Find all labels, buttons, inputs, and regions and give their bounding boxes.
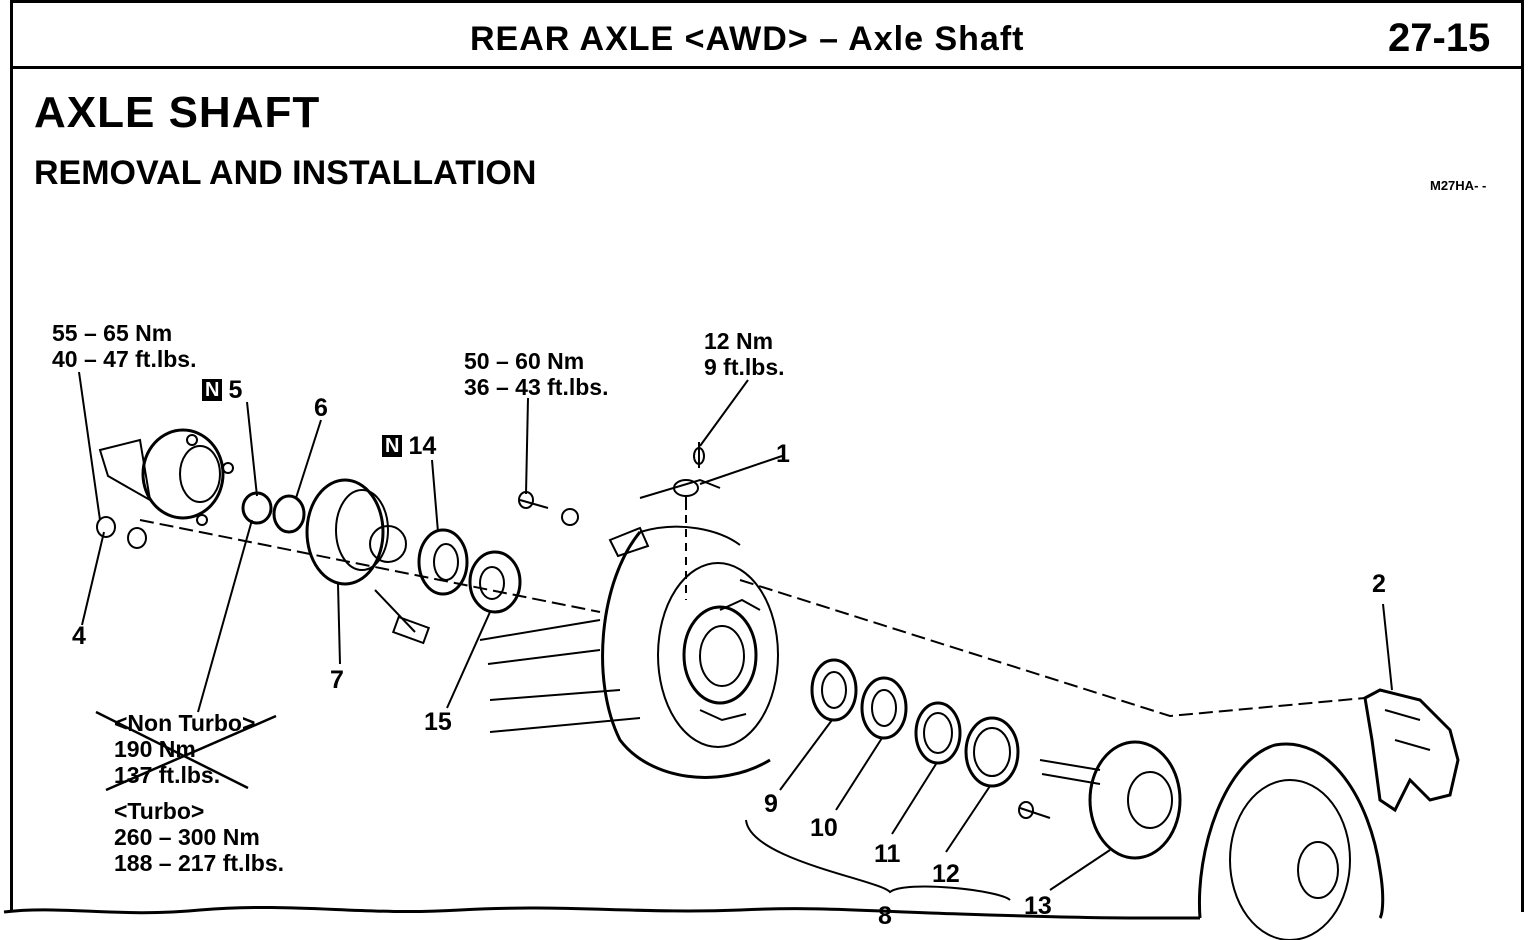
- header-divider: [10, 66, 1524, 69]
- washer-6: [272, 494, 306, 534]
- nut-4: [96, 516, 147, 549]
- leader-7: [337, 583, 341, 665]
- brake-caliper-2: [1363, 688, 1460, 813]
- leader-14: [431, 459, 439, 533]
- leader-4: [78, 371, 105, 626]
- part-12-number: 12: [932, 860, 960, 888]
- torque-bolt-1-nm: 12 Nm: [704, 328, 774, 354]
- shaft-housing: [479, 619, 641, 733]
- bracket-8: [745, 819, 1011, 901]
- leader-11: [891, 763, 937, 835]
- part-14-number: 14: [408, 432, 437, 460]
- leader-9: [779, 719, 833, 791]
- page-header-title: REAR AXLE <AWD> – Axle Shaft: [470, 20, 1025, 58]
- leader-10: [835, 737, 883, 811]
- part-11-number: 11: [874, 840, 901, 868]
- bolt-mid: [518, 491, 549, 509]
- torque-nut-4-nm: 55 – 65 Nm: [52, 320, 173, 346]
- part-7-number: 7: [330, 666, 344, 694]
- part-13-number: 13: [1024, 892, 1052, 920]
- backing-plate: [601, 525, 779, 779]
- leader-bolt-1: [699, 379, 749, 447]
- abs-sensor-1: [639, 478, 721, 600]
- page-border-left: [10, 0, 13, 912]
- torque-turbo-nm: 260 – 300 Nm: [114, 824, 260, 850]
- bolt-1: [693, 442, 705, 468]
- part-2-number: 2: [1372, 570, 1386, 598]
- page-border-right: [1521, 0, 1524, 912]
- torque-non-turbo-nm: 190 Nm: [114, 736, 196, 762]
- leader-1: [699, 455, 783, 485]
- torque-nut-4-ftlbs: 40 – 47 ft.lbs.: [52, 346, 197, 372]
- bearing-10: [860, 676, 908, 740]
- section-subtitle: REMOVAL AND INSTALLATION: [34, 154, 537, 192]
- leader-15: [446, 611, 491, 709]
- bearing-9: [810, 658, 858, 722]
- torque-turbo-label: <Turbo>: [114, 798, 205, 824]
- bearing-15: [468, 550, 522, 614]
- torque-non-turbo-label: <Non Turbo>: [114, 710, 256, 736]
- oil-seal-12: [964, 716, 1020, 788]
- replace-mark: N: [382, 435, 403, 457]
- part-15-number: 15: [424, 708, 452, 736]
- torque-bolt-1-ftlbs: 9 ft.lbs.: [704, 354, 785, 380]
- part-10-number: 10: [810, 814, 838, 842]
- leader-13: [1049, 849, 1111, 891]
- torque-turbo-ftlbs: 188 – 217 ft.lbs.: [114, 850, 285, 876]
- part-1-number: 1: [776, 440, 790, 468]
- part-5-number: 5: [228, 376, 243, 404]
- page-border-top: [10, 0, 1524, 3]
- leader-12: [945, 785, 991, 853]
- rear-axle-shaft-hub-7: [305, 478, 431, 645]
- brake-disc: [1197, 742, 1385, 940]
- center-axis-line: [139, 519, 601, 613]
- leader-5: [197, 401, 258, 713]
- axle-hub-13: [1018, 740, 1182, 860]
- leader-bolt-mid: [525, 397, 529, 495]
- part-8-number: 8: [878, 902, 892, 930]
- seal-14: [417, 528, 469, 596]
- torque-non-turbo-ftlbs: 137 ft.lbs.: [114, 762, 221, 788]
- non-turbo-strike: [95, 710, 277, 792]
- reference-code: M27HA- -: [1430, 178, 1487, 193]
- torque-bolt-mid-nm: 50 – 60 Nm: [464, 348, 585, 374]
- torque-bolt-mid-ftlbs: 36 – 43 ft.lbs.: [464, 374, 609, 400]
- nut-mid: [561, 508, 579, 526]
- part-4-number: 4: [72, 622, 86, 650]
- leader-6: [295, 419, 322, 499]
- leader-2: [1382, 603, 1393, 691]
- page-number: 27-15: [1388, 16, 1491, 60]
- part-6-number: 6: [314, 394, 328, 422]
- replace-mark: N: [202, 379, 223, 401]
- lock-nut-5: [241, 491, 273, 525]
- part-9-number: 9: [764, 790, 778, 818]
- companion-flange: [98, 428, 234, 526]
- spacer-11: [914, 701, 962, 765]
- section-title: AXLE SHAFT: [34, 88, 321, 137]
- rear-axis-line: [739, 579, 1366, 718]
- torn-bottom-edge: [3, 905, 1200, 920]
